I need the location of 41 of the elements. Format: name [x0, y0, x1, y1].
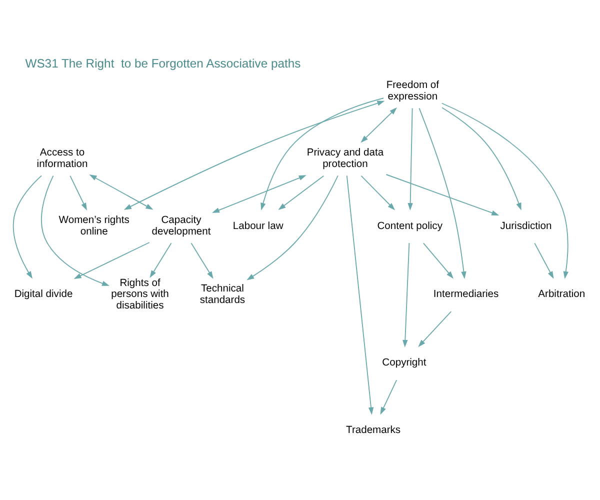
node-text: Access to information	[36, 147, 88, 170]
arrow	[260, 97, 384, 210]
arrow	[89, 174, 154, 210]
node-text: Trademarks	[346, 424, 401, 436]
node-text: Capacity development	[152, 214, 211, 237]
arrow	[441, 102, 568, 278]
arrow	[380, 379, 398, 414]
node-text: Content policy	[377, 220, 442, 232]
node-text: Privacy and data protection	[306, 147, 384, 170]
node-text: Freedom of expression	[386, 80, 439, 102]
arrow	[360, 106, 397, 142]
arrow	[408, 107, 413, 210]
arrow	[124, 100, 385, 210]
node-text: Intermediaries	[433, 288, 499, 300]
arrow	[212, 174, 306, 212]
arrow	[402, 242, 410, 347]
arrow	[442, 106, 522, 210]
node-text: Copyright	[382, 357, 426, 368]
arrow	[74, 242, 150, 278]
node-text: Women’s rights online	[58, 214, 130, 237]
arrow	[70, 174, 87, 210]
arrow	[418, 310, 452, 347]
arrow	[360, 174, 396, 210]
node-text: Labour law	[232, 220, 284, 232]
arrow	[418, 107, 466, 278]
diagram-title: WS31 The Right to be Forgotten Associative paths	[25, 56, 301, 70]
node-text: Jurisdiction	[500, 220, 552, 232]
arrow	[40, 174, 110, 286]
arrow	[422, 242, 454, 278]
node-text: Technical standards	[200, 283, 246, 306]
arrow	[346, 174, 374, 414]
arrow	[150, 242, 172, 278]
node-text: Digital divide	[14, 288, 73, 300]
arrow	[12, 174, 42, 278]
arrow	[534, 242, 554, 278]
arrow	[278, 174, 324, 210]
node-text: Rights of persons with disabilities	[111, 277, 169, 311]
node-text: Arbitration	[538, 288, 586, 300]
arrow	[386, 174, 500, 215]
arrow	[190, 242, 214, 278]
arrow	[246, 174, 338, 280]
